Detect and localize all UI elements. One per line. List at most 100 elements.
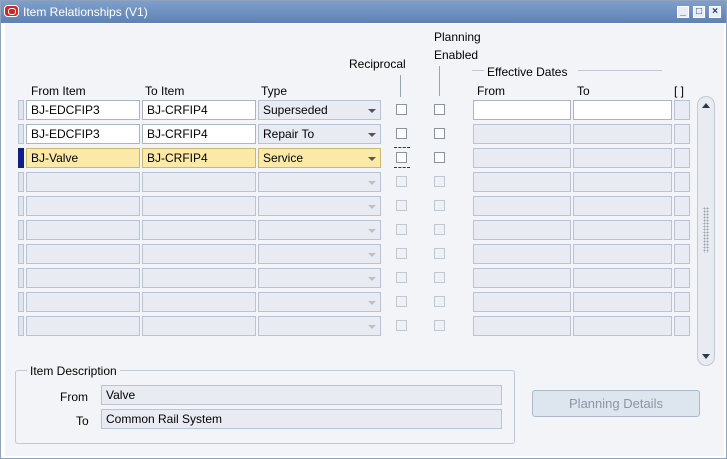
record-indicator[interactable] <box>18 196 24 216</box>
flex-field[interactable] <box>674 124 690 144</box>
flex-field[interactable] <box>674 268 690 288</box>
title-bar[interactable]: Item Relationships (V1) _ □ × <box>1 1 726 23</box>
effective-to-field[interactable] <box>573 124 672 144</box>
from-item-field[interactable]: BJ-Valve <box>26 148 140 168</box>
planning-enabled-checkbox[interactable] <box>434 128 445 139</box>
effective-to-field[interactable] <box>573 196 672 216</box>
effective-from-field[interactable] <box>473 100 571 120</box>
chevron-down-icon[interactable] <box>368 325 376 329</box>
chevron-down-icon[interactable] <box>368 133 376 137</box>
planning-enabled-checkbox[interactable] <box>434 320 445 331</box>
reciprocal-checkbox[interactable] <box>396 296 407 307</box>
record-indicator[interactable] <box>18 268 24 288</box>
close-icon[interactable]: × <box>709 6 721 18</box>
planning-enabled-checkbox[interactable] <box>434 152 445 163</box>
to-item-field[interactable] <box>142 196 256 216</box>
planning-enabled-checkbox[interactable] <box>434 272 445 283</box>
effective-to-field[interactable] <box>573 100 672 120</box>
chevron-down-icon[interactable] <box>368 157 376 161</box>
from-item-field[interactable] <box>26 316 140 336</box>
reciprocal-checkbox[interactable] <box>396 320 407 331</box>
chevron-down-icon[interactable] <box>368 205 376 209</box>
effective-to-field[interactable] <box>573 220 672 240</box>
from-item-field[interactable] <box>26 172 140 192</box>
effective-from-field[interactable] <box>473 244 571 264</box>
reciprocal-checkbox[interactable] <box>396 200 407 211</box>
description-to-field[interactable]: Common Rail System <box>101 409 502 429</box>
reciprocal-checkbox[interactable] <box>396 104 407 115</box>
effective-from-field[interactable] <box>473 124 571 144</box>
flex-field[interactable] <box>674 148 690 168</box>
type-select[interactable] <box>258 172 381 192</box>
record-indicator[interactable] <box>18 100 24 120</box>
reciprocal-checkbox[interactable] <box>396 128 407 139</box>
record-indicator[interactable] <box>18 124 24 144</box>
effective-from-field[interactable] <box>473 220 571 240</box>
chevron-down-icon[interactable] <box>368 301 376 305</box>
effective-to-field[interactable] <box>573 172 672 192</box>
flex-field[interactable] <box>674 220 690 240</box>
oracle-logo-icon[interactable] <box>4 5 19 17</box>
description-from-field[interactable]: Valve <box>101 385 502 405</box>
effective-from-field[interactable] <box>473 196 571 216</box>
type-select[interactable] <box>258 268 381 288</box>
record-indicator[interactable] <box>18 292 24 312</box>
effective-from-field[interactable] <box>473 292 571 312</box>
record-indicator[interactable] <box>18 244 24 264</box>
chevron-down-icon[interactable] <box>368 253 376 257</box>
type-select[interactable] <box>258 220 381 240</box>
to-item-field[interactable] <box>142 172 256 192</box>
scroll-thumb[interactable] <box>703 207 709 253</box>
planning-enabled-checkbox[interactable] <box>434 296 445 307</box>
from-item-field[interactable] <box>26 292 140 312</box>
type-select[interactable] <box>258 196 381 216</box>
reciprocal-checkbox[interactable] <box>396 176 407 187</box>
chevron-down-icon[interactable] <box>368 277 376 281</box>
record-indicator[interactable] <box>18 316 24 336</box>
flex-field[interactable] <box>674 172 690 192</box>
effective-to-field[interactable] <box>573 292 672 312</box>
vertical-scrollbar[interactable] <box>697 96 715 366</box>
to-item-field[interactable] <box>142 220 256 240</box>
reciprocal-checkbox[interactable] <box>396 152 407 163</box>
record-indicator[interactable] <box>18 220 24 240</box>
flex-field[interactable] <box>674 196 690 216</box>
from-item-field[interactable] <box>26 220 140 240</box>
flex-field[interactable] <box>674 316 690 336</box>
effective-from-field[interactable] <box>473 148 571 168</box>
effective-to-field[interactable] <box>573 244 672 264</box>
from-item-field[interactable]: BJ-EDCFIP3 <box>26 100 140 120</box>
from-item-field[interactable] <box>26 268 140 288</box>
planning-enabled-checkbox[interactable] <box>434 224 445 235</box>
record-indicator[interactable] <box>18 172 24 192</box>
type-select[interactable]: Repair To <box>258 124 381 144</box>
to-item-field[interactable]: BJ-CRFIP4 <box>142 124 256 144</box>
effective-from-field[interactable] <box>473 268 571 288</box>
planning-details-button[interactable]: Planning Details <box>532 390 700 417</box>
type-select[interactable]: Service <box>258 148 381 168</box>
effective-to-field[interactable] <box>573 316 672 336</box>
flex-field[interactable] <box>674 244 690 264</box>
scroll-up-icon[interactable] <box>702 103 710 108</box>
type-select[interactable] <box>258 244 381 264</box>
effective-to-field[interactable] <box>573 268 672 288</box>
to-item-field[interactable]: BJ-CRFIP4 <box>142 100 256 120</box>
planning-enabled-checkbox[interactable] <box>434 176 445 187</box>
type-select[interactable]: Superseded <box>258 100 381 120</box>
from-item-field[interactable] <box>26 196 140 216</box>
maximize-icon[interactable]: □ <box>693 6 705 18</box>
planning-enabled-checkbox[interactable] <box>434 200 445 211</box>
to-item-field[interactable] <box>142 316 256 336</box>
from-item-field[interactable]: BJ-EDCFIP3 <box>26 124 140 144</box>
to-item-field[interactable] <box>142 244 256 264</box>
record-indicator[interactable] <box>18 148 24 168</box>
effective-from-field[interactable] <box>473 316 571 336</box>
reciprocal-checkbox[interactable] <box>396 248 407 259</box>
flex-field[interactable] <box>674 292 690 312</box>
type-select[interactable] <box>258 316 381 336</box>
minimize-icon[interactable]: _ <box>677 6 689 18</box>
chevron-down-icon[interactable] <box>368 109 376 113</box>
from-item-field[interactable] <box>26 244 140 264</box>
to-item-field[interactable] <box>142 292 256 312</box>
reciprocal-checkbox[interactable] <box>396 272 407 283</box>
